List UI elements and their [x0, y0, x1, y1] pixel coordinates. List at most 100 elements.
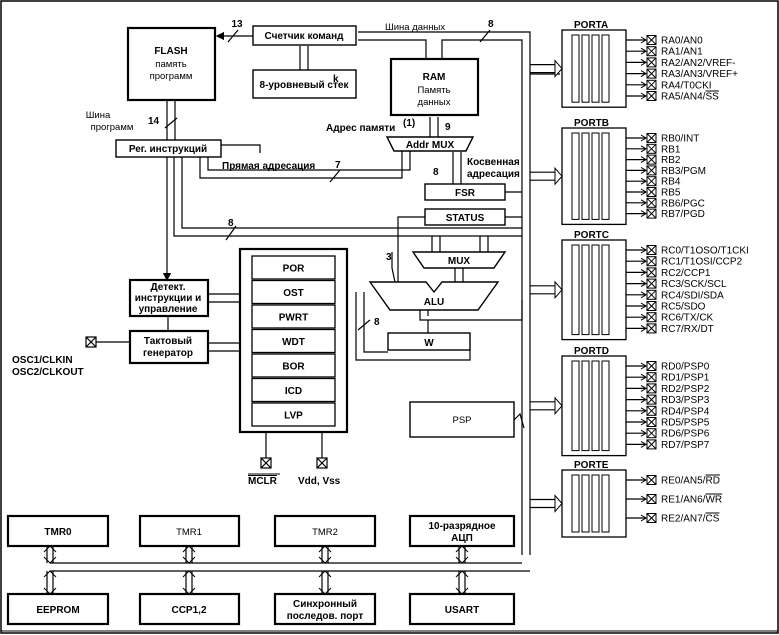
- addr-mux-label: Addr MUX: [406, 140, 455, 151]
- data-bus-width: 8: [488, 19, 494, 30]
- port-portb: PORTBRB0/INTRB1RB2RB3/PGMRB4RB5RB6/PGCRB…: [530, 118, 706, 226]
- sync-port-label-1: Синхронный: [293, 599, 357, 610]
- pin-rd3: RD3/PSP3: [626, 394, 710, 406]
- pin-ra4: RA4/T0CKI: [626, 79, 712, 91]
- pin-x-icon: [646, 197, 657, 208]
- pin-rd7: RD7/PSP7: [626, 439, 710, 451]
- pin-label: RD0/PSP0: [661, 362, 710, 373]
- pin-label: RB2: [661, 155, 681, 166]
- pin-rc2: RC2/CCP1: [626, 267, 711, 279]
- adc-block: 10-разрядное АЦП: [408, 514, 516, 548]
- fsr-block: FSR: [424, 183, 506, 201]
- eeprom-block: EEPROM: [6, 592, 110, 626]
- clock-generator-block: Тактовый генератор: [128, 329, 210, 365]
- pin-x-icon: [646, 256, 657, 267]
- pin-ra0: RA0/AN0: [626, 35, 703, 47]
- w-register-block: W: [387, 332, 471, 351]
- pin-rb5: RB5: [626, 187, 681, 199]
- pin-rc0: RC0/T1OSO/T1CKI: [626, 245, 749, 257]
- pin-label: RE0/AN5/RD: [661, 476, 720, 487]
- prog-bus-width: 14: [148, 116, 160, 127]
- pin-rd1: RD1/PSP1: [626, 372, 710, 384]
- tmr2-block: TMR2: [273, 514, 377, 548]
- pin-x-icon: [646, 91, 657, 101]
- program-counter-label: Счетчик команд: [264, 31, 344, 42]
- pin-rb3: RB3/PGM: [626, 165, 706, 177]
- reset-item-label: PWRT: [279, 313, 308, 324]
- prog-bus-label-1: Шина: [86, 110, 111, 121]
- pin-rb6: RB6/PGC: [626, 197, 705, 209]
- ram-label-2: Память: [417, 85, 450, 96]
- addr-mux-block: Addr MUX: [385, 136, 475, 152]
- usart-label: USART: [445, 605, 479, 616]
- clock-label-1: Тактовый: [144, 336, 192, 347]
- psp-block: PSP: [409, 401, 515, 438]
- port-porta: PORTARA0/AN0RA1/AN1RA2/AN2/VREF-RA3/AN3/…: [530, 20, 738, 108]
- tmr2-label: TMR2: [312, 527, 338, 538]
- status-block: STATUS: [424, 208, 506, 226]
- data-bus-label: Шина данных: [385, 22, 445, 33]
- pin-x-icon: [646, 68, 657, 79]
- indirect-label-2: адресация: [467, 169, 520, 180]
- eeprom-label: EEPROM: [36, 605, 79, 616]
- instruction-register-label: Рег. инструкций: [129, 144, 207, 155]
- pin-label: RA0/AN0: [661, 36, 703, 47]
- pin-rd5: RD5/PSP5: [626, 417, 710, 429]
- decoder-block: Детект. инструкции и управление: [128, 278, 210, 318]
- pin-rc6: RC6/TX/CK: [626, 312, 714, 324]
- mclr-pin-icon: [260, 457, 272, 469]
- pin-x-icon: [646, 176, 657, 187]
- pin-x-icon: [646, 208, 657, 219]
- mux-block: MUX: [411, 251, 507, 269]
- pin-rc3: RC3/SCK/SCL: [626, 278, 727, 290]
- reset-item-pwrt: PWRT: [251, 304, 336, 329]
- stack-block: 8-уровневый стек: [252, 69, 357, 99]
- stack-k-label: k: [333, 74, 339, 85]
- pin-x-icon: [646, 428, 657, 439]
- pin-label: RB6/PGC: [661, 198, 705, 209]
- reset-item-por: POR: [251, 255, 336, 280]
- reset-item-wdt: WDT: [251, 328, 336, 354]
- ports-group: PORTARA0/AN0RA1/AN1RA2/AN2/VREF-RA3/AN3/…: [530, 20, 749, 538]
- pin-rc4: RC4/SDI/SDA: [626, 289, 724, 301]
- pin-ra2: RA2/AN2/VREF-: [626, 57, 735, 69]
- direct-address-label: Прямая адресация: [222, 161, 315, 172]
- pin-label: RD5/PSP5: [661, 418, 710, 429]
- pin-x-icon: [646, 417, 657, 427]
- pin-x-icon: [646, 301, 657, 311]
- port-portc: PORTCRC0/T1OSO/T1CKIRC1/T1OSI/CCP2RC2/CC…: [530, 230, 749, 341]
- pin-label: RE1/AN6/WR: [661, 495, 722, 506]
- adc-label-2: АЦП: [451, 533, 473, 544]
- pin-label: RC6/TX/CK: [661, 313, 714, 324]
- pin-x-icon: [646, 143, 657, 154]
- indirect-width: 8: [433, 167, 439, 178]
- pin-x-icon: [646, 312, 657, 323]
- mux-label: MUX: [448, 256, 471, 267]
- program-counter-block: Счетчик команд: [252, 25, 357, 46]
- pin-label: RB5: [661, 188, 681, 199]
- pin-ra1: RA1/AN1: [626, 46, 703, 58]
- pin-label: RC3/SCK/SCL: [661, 279, 727, 290]
- memory-address-note: (1): [403, 118, 415, 129]
- tmr0-label: TMR0: [44, 527, 72, 538]
- pin-x-icon: [646, 394, 657, 405]
- pin-x-icon: [646, 79, 657, 90]
- pin-x-icon: [646, 383, 657, 394]
- pin-x-icon: [646, 187, 657, 197]
- pin-label: RC4/SDI/SDA: [661, 290, 724, 301]
- pin-x-icon: [646, 278, 657, 289]
- pin-ra3: RA3/AN3/VREF+: [626, 68, 738, 80]
- pin-label: RE2/AN7/CS: [661, 514, 720, 525]
- pin-x-icon: [646, 289, 657, 300]
- tmr1-block: TMR1: [138, 514, 241, 548]
- pin-label: RA4/T0CKI: [661, 80, 712, 91]
- pin-rc7: RC7/RX/DT: [626, 323, 714, 335]
- port-name: PORTD: [574, 346, 609, 357]
- reset-item-ost: OST: [251, 279, 336, 305]
- pin-rd4: RD4/PSP4: [626, 405, 710, 417]
- adc-label-1: 10-разрядное: [428, 521, 496, 532]
- pc-flash-width: 13: [231, 19, 243, 30]
- osc1-label: OSC1/CLKIN: [12, 355, 73, 366]
- pin-rd6: RD6/PSP6: [626, 428, 710, 440]
